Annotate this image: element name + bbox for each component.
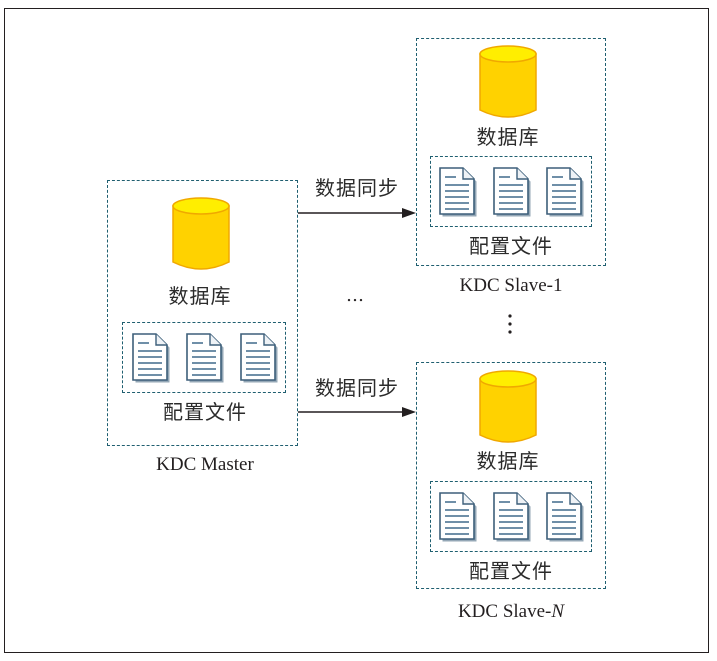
sync-arrow	[298, 208, 416, 218]
config-files-group	[430, 156, 592, 227]
config-files-label: 配置文件	[469, 234, 553, 258]
config-file-icon	[185, 332, 225, 384]
database-label: 数据库	[476, 449, 540, 473]
database-label: 数据库	[168, 284, 232, 308]
config-file-icon	[492, 166, 532, 218]
config-file-icon	[545, 166, 585, 218]
config-file-icon	[131, 332, 171, 384]
horizontal-ellipsis: …	[346, 285, 364, 306]
kdc-slave-n-label-index: N	[551, 601, 565, 622]
config-file-icon	[545, 491, 585, 543]
kdc-slave-1-node	[416, 38, 606, 266]
database-icon	[172, 197, 230, 270]
kdc-slave-1-label: KDC Slave-1	[459, 275, 563, 296]
kdc-master-node	[107, 180, 298, 446]
config-files-group	[430, 481, 592, 552]
config-files-label: 配置文件	[469, 559, 553, 583]
config-files-label: 配置文件	[163, 400, 247, 424]
config-file-icon	[492, 491, 532, 543]
figure-frame	[4, 8, 709, 653]
kdc-master-label: KDC Master	[156, 454, 254, 475]
sync-edge-label: 数据同步	[315, 176, 399, 200]
kdc-slave-n-node	[416, 362, 606, 589]
config-files-group	[122, 322, 286, 393]
kdc-slave-n-label-prefix: KDC Slave-	[457, 601, 552, 622]
sync-edge-label: 数据同步	[315, 376, 399, 400]
config-file-icon	[239, 332, 279, 384]
database-icon	[479, 370, 537, 443]
kdc-slave-n-label: KDC Slave-N	[426, 600, 596, 624]
vertical-ellipsis	[508, 314, 512, 334]
config-file-icon	[438, 491, 478, 543]
database-icon	[479, 45, 537, 118]
database-label: 数据库	[476, 125, 540, 149]
sync-arrow	[298, 407, 416, 417]
config-file-icon	[438, 166, 478, 218]
